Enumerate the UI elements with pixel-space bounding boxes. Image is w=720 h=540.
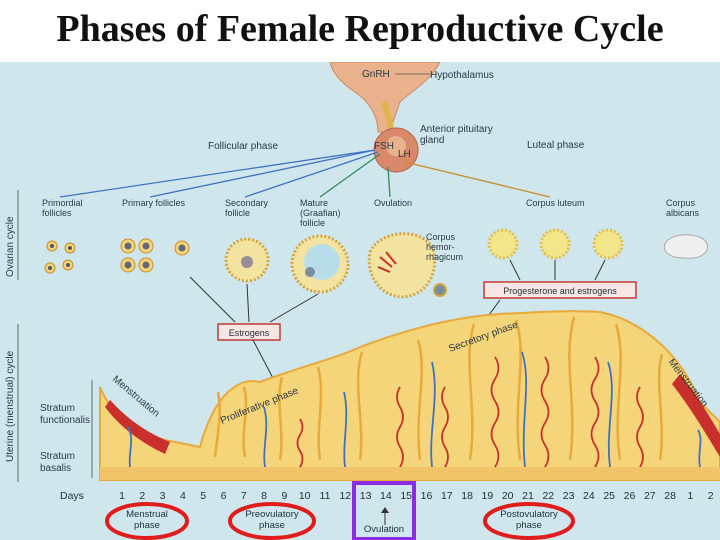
day-number: 15 [400,490,412,502]
phase-highlights: Menstrual phase Preovulatory phase Ovula… [105,481,575,540]
days-label: Days [60,490,84,502]
corpus-hemorrhagicum-label: Corpus hemor-rhagicum [426,232,464,262]
uterine-veins [127,351,702,468]
day-number: 1 [687,490,693,502]
mature-follicle [290,234,350,294]
day-number: 3 [160,490,166,502]
postovulatory-phase-label: Postovulatory phase [500,509,558,531]
lh-label: LH [398,149,411,160]
day-number: 10 [299,490,311,502]
uterine-cycle: Uterine (menstrual) cycle [5,310,720,482]
estrogens-label: Estrogens [229,328,270,338]
day-number: 18 [461,490,473,502]
day-number: 12 [339,490,351,502]
primordial-follicles [44,240,76,274]
day-number: 9 [281,490,287,502]
fsh-arrow [149,149,376,198]
day-number: 5 [200,490,206,502]
stratum-basalis-label: Stratum basalis [40,451,76,474]
stage-label-primordial: Primordial follicles [42,198,83,218]
hormone-arrows [59,149,551,198]
stage-label-mature: Mature (Graafian) follicle [300,198,341,228]
day-number: 1 [119,490,125,502]
fsh-arrow [244,151,379,198]
day-number: 8 [261,490,267,502]
day-number: 16 [421,490,433,502]
fsh-arrow [59,149,376,198]
progesterone-box [483,281,637,299]
day-number: 13 [360,490,372,502]
day-number: 24 [583,490,595,502]
day-number: 25 [603,490,615,502]
progesterone-label: Progesterone and estrogens [503,286,617,296]
cycle-diagram: GnRH Hypothalamus Anterior pituitary gla… [5,62,720,540]
uterine-glands [213,316,664,461]
day-number: 4 [180,490,186,502]
stage-label-corpus-luteum: Corpus luteum [526,198,585,208]
ovarian-cycle-label: Ovarian cycle [5,216,16,277]
reproductive-cycle-figure: GnRH Hypothalamus Anterior pituitary gla… [0,62,720,540]
page-title: Phases of Female Reproductive Cycle [56,8,664,50]
lh-arrow [404,161,551,198]
ovulation-arrowhead [381,507,389,513]
postovulatory-phase-circle [483,502,575,540]
menstrual-phase-label: Menstrual phase [126,509,168,531]
lh-arrow [319,153,381,198]
fsh-label: FSH [374,141,394,152]
stage-label-ovulation: Ovulation [374,198,413,208]
menstrual-bleed-left [105,400,170,454]
ovulation-phase-label: Ovulation [364,524,404,535]
day-number: 6 [221,490,227,502]
secondary-follicle [224,237,270,283]
day-number: 19 [482,490,494,502]
uterine-cycle-label: Uterine (menstrual) cycle [5,350,16,462]
day-number: 20 [502,490,514,502]
stage-label-primary: Primary follicles [122,198,186,208]
estrogens-box [217,323,281,341]
hypothalamus-pituitary: GnRH Hypothalamus Anterior pituitary gla… [208,62,585,173]
day-number: 28 [664,490,676,502]
day-number: 14 [380,490,392,502]
ovulation-highlight-box [352,481,416,540]
stage-label-corpus-albicans: Corpus albicans [666,198,700,218]
primary-follicles [120,238,190,273]
ovulation-follicle [367,232,447,299]
stratum-basalis-band [100,467,720,480]
gnrh-label: GnRH [362,69,390,80]
stage-label-secondary: Secondary follicle [225,198,269,218]
corpus-albicans [663,234,708,259]
ovarian-cycle: Ovarian cycle Primordial follicles Prima… [5,190,708,383]
day-number: 17 [441,490,453,502]
corpus-luteum [487,228,624,260]
anterior-pituitary-label: Anterior pituitary gland [420,124,493,146]
day-number: 7 [241,490,247,502]
preovulatory-phase-circle [228,502,316,540]
stratum-functionalis-label: Stratum functionalis [40,403,91,426]
day-number: 2 [708,490,714,502]
day-number: 21 [522,490,534,502]
hypothalamus-label: Hypothalamus [430,70,494,81]
day-number: 11 [320,490,331,502]
preovulatory-phase-label: Preovulatory phase [245,509,299,531]
lh-arrow [387,166,391,198]
spiral-arteries [296,356,644,468]
endometrium [99,310,720,481]
day-number: 27 [644,490,656,502]
day-number: 26 [624,490,636,502]
anterior-pituitary-label-wrap: Anterior pituitary gland [420,124,493,146]
day-number: 22 [542,490,554,502]
follicular-phase-label: Follicular phase [208,141,278,152]
day-number: 23 [563,490,575,502]
day-number: 2 [139,490,145,502]
menstrual-bleed-right [672,374,720,457]
menstrual-phase-circle [105,502,189,540]
luteal-phase-label: Luteal phase [527,140,585,151]
